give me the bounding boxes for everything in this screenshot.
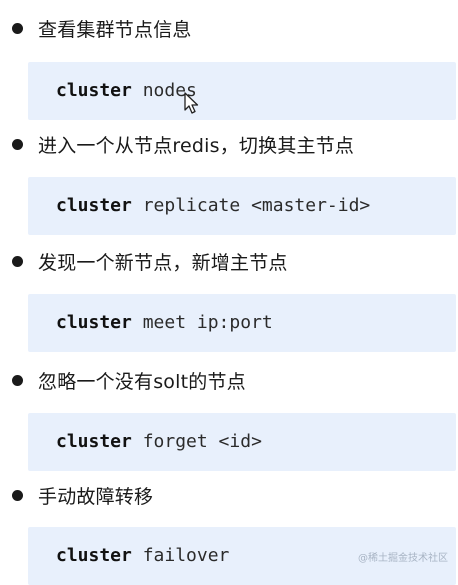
code-block: cluster nodes — [28, 62, 456, 120]
code-keyword: cluster — [56, 195, 132, 216]
code-keyword: cluster — [56, 431, 132, 452]
bullet-dot — [12, 489, 23, 501]
code-args: replicate <master-id> — [131, 195, 371, 216]
item-heading: 查看集群节点信息 — [38, 18, 192, 41]
code-args: nodes — [131, 80, 197, 101]
item-heading: 手动故障转移 — [38, 485, 154, 508]
code-args: failover — [131, 545, 230, 566]
item-heading: 忽略一个没有solt的节点 — [38, 370, 246, 393]
code-args: meet ip:port — [131, 312, 273, 333]
code-line: cluster failover — [56, 527, 229, 585]
bullet-dot — [12, 138, 23, 150]
watermark: @稀土掘金技术社区 — [358, 553, 448, 564]
bullet-dot — [12, 255, 23, 267]
code-block: cluster failover — [28, 527, 456, 585]
code-line: cluster meet ip:port — [56, 294, 273, 352]
code-line: cluster forget <id> — [56, 413, 262, 471]
item-heading: 发现一个新节点，新增主节点 — [38, 251, 288, 274]
code-block: cluster meet ip:port — [28, 294, 456, 352]
code-line: cluster replicate <master-id> — [56, 177, 370, 235]
code-block: cluster forget <id> — [28, 413, 456, 471]
code-keyword: cluster — [56, 80, 132, 101]
bullet-dot — [12, 374, 23, 386]
code-block: cluster replicate <master-id> — [28, 177, 456, 235]
item-heading: 进入一个从节点redis，切换其主节点 — [38, 134, 355, 157]
code-line: cluster nodes — [56, 62, 197, 120]
code-keyword: cluster — [56, 545, 132, 566]
mouse-cursor-icon — [184, 92, 199, 114]
code-args: forget <id> — [131, 431, 262, 452]
code-keyword: cluster — [56, 312, 132, 333]
bullet-dot — [12, 22, 23, 34]
